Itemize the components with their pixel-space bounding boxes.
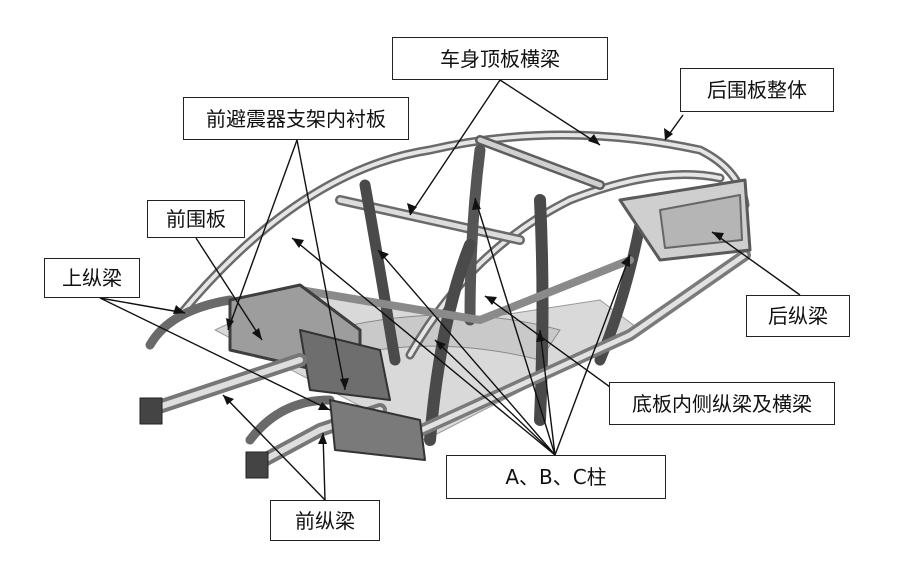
- leader-front-panel: [195, 237, 263, 341]
- arrowhead: [318, 433, 327, 444]
- arrowhead: [664, 128, 673, 140]
- leader-front-shock-2: [296, 139, 346, 391]
- arrowhead: [318, 402, 330, 410]
- roof-crossbeam-2-inner: [477, 137, 603, 188]
- front-lower-block: [329, 399, 426, 461]
- arrowhead: [435, 340, 446, 350]
- leader-upper-rail-2: [99, 297, 331, 411]
- leader-front-shock-1: [227, 139, 298, 331]
- leader-roof-crossbeam-2: [499, 79, 601, 146]
- leader-arrowheads: [173, 128, 724, 444]
- label-roof-crossbeam: 车身顶板横梁: [392, 37, 608, 80]
- upper-rail-right: [245, 395, 335, 445]
- upper-rail-left: [145, 295, 235, 350]
- car-frame-illustration: [139, 130, 752, 479]
- arrowhead: [378, 250, 389, 260]
- leader-pillar-6: [554, 254, 631, 456]
- side-sill-right-inner: [397, 252, 748, 443]
- leader-upper-rail-1: [99, 297, 186, 314]
- leader-pillar-2: [377, 249, 556, 456]
- b-pillar-left: [464, 144, 486, 326]
- arrowhead: [407, 203, 417, 215]
- leader-lines: [99, 79, 801, 501]
- a-pillar-left: [359, 179, 401, 366]
- arrowhead: [536, 330, 544, 342]
- leader-roof-crossbeam-1: [409, 79, 501, 216]
- label-floor-inner-rails: 底板内侧纵梁及横梁: [609, 382, 835, 425]
- front-rail-left-inner: [147, 357, 303, 413]
- front-shock-tower: [299, 329, 391, 401]
- arrowhead: [472, 198, 481, 210]
- arrowhead: [226, 318, 234, 330]
- leader-pillar-3: [434, 339, 556, 456]
- arrowhead: [485, 296, 497, 305]
- label-rear-rail: 后纵梁: [746, 295, 850, 337]
- leader-pillar-1: [291, 237, 556, 456]
- arrowhead: [252, 328, 262, 340]
- leader-pillar-5: [539, 329, 556, 456]
- leader-front-rail-2: [322, 432, 326, 501]
- front-rail-tip-left: [139, 397, 163, 425]
- arrowhead: [588, 134, 600, 145]
- leader-rear-rail: [711, 231, 801, 296]
- label-rear-panel: 后围板整体: [680, 68, 834, 112]
- arrowhead: [223, 395, 234, 405]
- arrowhead: [340, 378, 349, 390]
- label-front-panel: 前围板: [147, 200, 245, 238]
- arrowhead: [173, 305, 185, 314]
- label-abc-pillars: A、B、C柱: [446, 455, 666, 499]
- leader-floor-rail: [484, 295, 611, 388]
- label-front-rail: 前纵梁: [270, 500, 380, 541]
- front-rail-tip-right: [245, 451, 269, 479]
- label-front-shock-tower-liner: 前避震器支架内衬板: [183, 97, 409, 140]
- arrowhead: [621, 255, 630, 267]
- leader-front-rail-1: [222, 394, 326, 501]
- arrowhead: [292, 238, 304, 248]
- label-upper-rail: 上纵梁: [44, 258, 140, 298]
- side-sill-left: [296, 256, 634, 324]
- arrowhead: [712, 232, 724, 241]
- leader-pillar-4: [474, 197, 556, 456]
- a-pillar-right: [424, 239, 476, 446]
- b-pillar-right: [534, 194, 549, 426]
